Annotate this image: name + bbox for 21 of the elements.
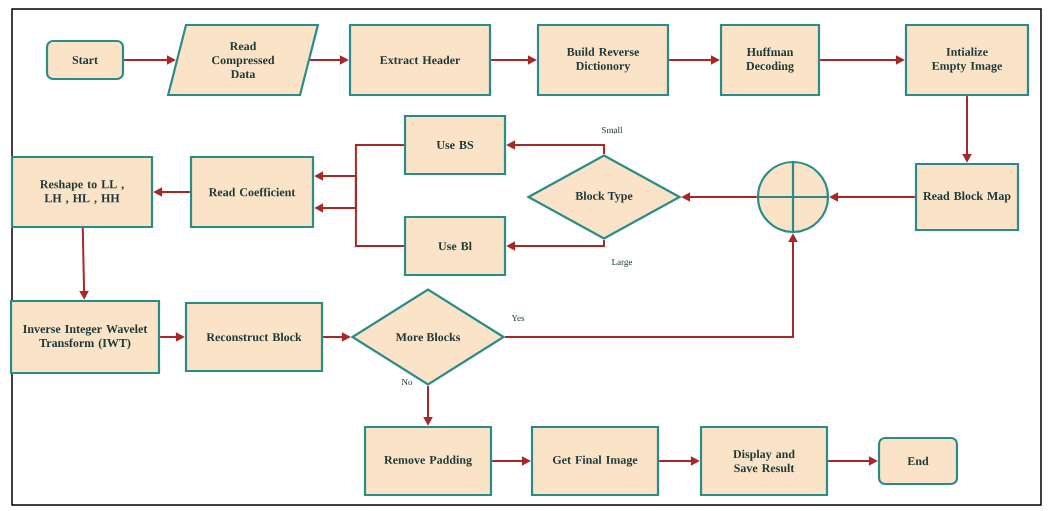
process-box: Intialize Empty Image	[904, 23, 1030, 97]
process-box: Read Block Map	[914, 162, 1020, 232]
process-box: Use Bl	[403, 215, 507, 277]
process-box: Get Final Image	[530, 425, 660, 497]
edge-label: Small	[600, 125, 624, 135]
process-box: Reshape to LL , LH , HL , HH	[10, 155, 154, 229]
edge-label: Yes	[510, 314, 526, 322]
process-box: Use BS	[403, 114, 507, 176]
process-box: Read Coefficient	[189, 155, 315, 229]
process-box: Remove Padding	[363, 425, 493, 497]
process-box: Extract Header	[348, 23, 492, 97]
edge-label: No	[400, 378, 414, 386]
process-box: Build Reverse Dictionory	[536, 23, 670, 97]
terminal-box: End	[877, 436, 959, 486]
process-box: Display and Save Result	[699, 425, 829, 497]
junction-circle	[756, 160, 830, 234]
edge-label: Large	[610, 258, 634, 268]
terminal-box: Start	[45, 39, 125, 81]
process-box: Reconstruct Block	[184, 301, 324, 373]
process-box: Inverse Integer Wavelet Transform (IWT)	[9, 299, 161, 375]
process-box: Huffman Decoding	[719, 23, 821, 97]
